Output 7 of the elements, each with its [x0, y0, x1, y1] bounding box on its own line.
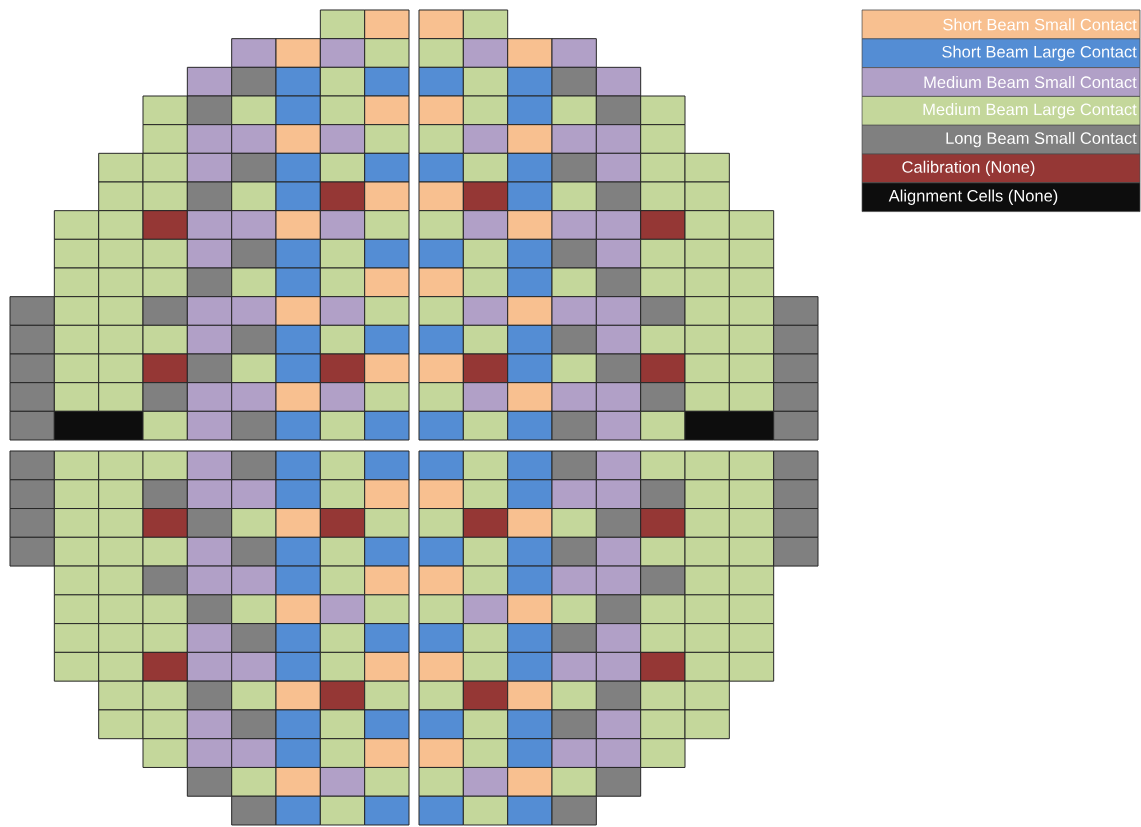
- legend-label: Calibration (None): [902, 160, 1035, 177]
- legend-label: Alignment Cells (None): [888, 189, 1058, 205]
- legend-label: Long Beam Small Contact: [946, 131, 1137, 148]
- legend-label: Medium Beam Small Contact: [924, 75, 1137, 89]
- legend-label: Medium Beam Large Contact: [923, 103, 1137, 119]
- legend-label: Short Beam Small Contact: [943, 18, 1137, 31]
- legend-label: Short Beam Large Contact: [942, 45, 1137, 61]
